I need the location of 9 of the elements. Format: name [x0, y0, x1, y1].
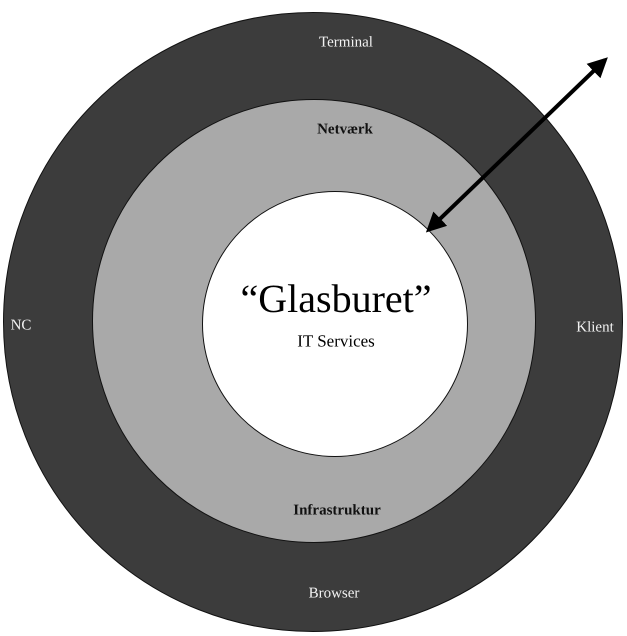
center-subtitle: IT Services [297, 332, 375, 350]
ring-label: Infrastruktur [293, 504, 381, 518]
ring-label: Terminal [319, 36, 373, 50]
center-title: “Glasburet” [240, 279, 432, 319]
ring-label: Browser [308, 586, 360, 602]
ring-label: Klient [576, 320, 614, 336]
ring-label: Netværk [317, 122, 373, 138]
ring-label: NC [10, 318, 32, 334]
double-arrow [426, 57, 608, 232]
